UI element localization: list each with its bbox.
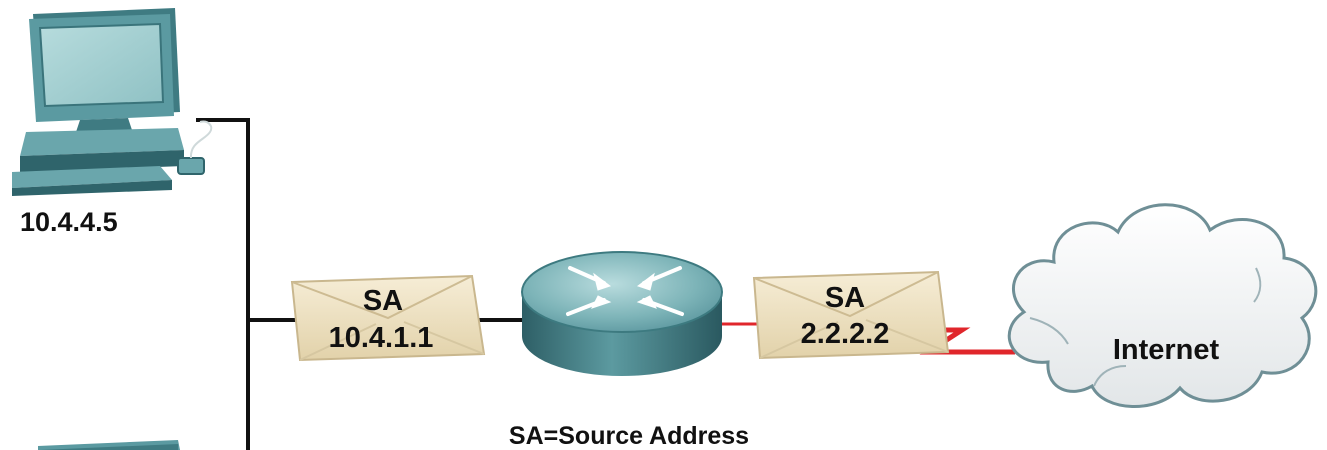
outside-envelope-address: 2.2.2.2	[801, 318, 890, 350]
envelope-icon-outside	[752, 270, 950, 360]
internet-label: Internet	[1113, 334, 1220, 366]
inside-envelope-address: 10.4.1.1	[329, 322, 434, 354]
cloud-icon	[1007, 203, 1318, 408]
legend-source-address: SA=Source Address	[509, 422, 749, 450]
host-ip-label: 10.4.4.5	[20, 207, 118, 237]
outside-envelope-sa-label: SA	[825, 282, 865, 314]
lower-desktop-computer-icon	[38, 440, 180, 450]
inside-envelope-sa-label: SA	[363, 285, 403, 317]
envelope-icon	[290, 274, 486, 362]
desktop-computer-icon	[12, 8, 213, 196]
router-icon	[521, 251, 723, 376]
